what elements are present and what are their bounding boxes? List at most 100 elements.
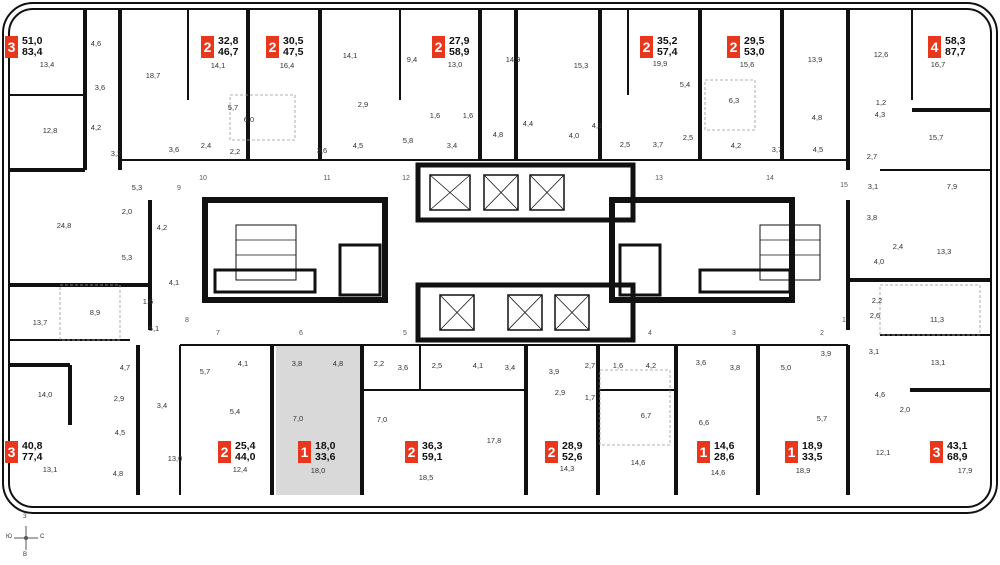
selected-apartment-highlight[interactable]	[276, 345, 361, 495]
room-area-label: 1,6	[463, 111, 473, 120]
room-area-label: 2,4	[201, 141, 211, 150]
room-area-label: 2,9	[114, 394, 124, 403]
apartment-number-label: 1	[842, 317, 846, 324]
room-area-label: 18,7	[146, 71, 161, 80]
area-total-label: 28,9	[562, 440, 583, 452]
apartment-number-label: 11	[323, 175, 330, 182]
compass-north: З	[23, 514, 27, 520]
room-area-label: 5,8	[403, 136, 413, 145]
compass-west: Ю	[6, 534, 13, 540]
area-total-label: 36,3	[422, 440, 443, 452]
room-area-label: 4,1	[473, 361, 483, 370]
room-count-badge: 2	[201, 36, 214, 58]
room-area-label: 3,6	[169, 145, 179, 154]
building-core	[202, 162, 821, 343]
room-area-label: 5,7	[817, 414, 827, 423]
compass-east: С	[40, 534, 45, 540]
room-count-badge: 3	[5, 441, 18, 463]
room-area-label: 6,0	[244, 115, 254, 124]
room-area-label: 2,0	[122, 207, 132, 216]
area-total-label: 27,9	[449, 35, 470, 47]
area-total-label: 40,8	[22, 440, 43, 452]
room-area-label: 5,3	[132, 183, 142, 192]
room-area-label: 4,2	[157, 223, 167, 232]
room-area-label: 5,7	[228, 103, 238, 112]
room-area-label: 12,6	[874, 50, 889, 59]
room-area-label: 6,7	[641, 411, 651, 420]
room-area-label: 2,0	[900, 405, 910, 414]
area-alt-label: 44,0	[235, 451, 256, 463]
apartment-number-label: 7	[216, 330, 220, 337]
room-area-label: 14,6	[711, 468, 726, 477]
room-area-label: 3,7	[772, 145, 782, 154]
area-alt-label: 46,7	[218, 46, 239, 58]
room-area-label: 3,4	[447, 141, 457, 150]
room-area-label: 2,5	[432, 361, 442, 370]
room-area-label: 4,2	[91, 123, 101, 132]
area-alt-label: 52,6	[562, 451, 583, 463]
room-area-label: 4,0	[569, 131, 579, 140]
apartment-number-label: 4	[648, 330, 652, 337]
apartment-number-label: 3	[732, 330, 736, 337]
room-area-label: 7,9	[947, 182, 957, 191]
room-count-badge: 2	[405, 441, 418, 463]
room-count-badge: 1	[298, 441, 311, 463]
room-count-badge: 3	[930, 441, 943, 463]
room-area-label: 14,0	[38, 390, 53, 399]
compass-south: В	[23, 552, 28, 558]
area-alt-label: 47,5	[283, 46, 304, 58]
room-area-label: 2,5	[683, 133, 693, 142]
room-area-label: 5,4	[230, 407, 240, 416]
area-total-label: 18,0	[315, 440, 336, 452]
room-area-label: 4,0	[874, 257, 884, 266]
area-alt-label: 57,4	[657, 46, 678, 58]
apartment-number-label: 5	[403, 330, 407, 337]
room-area-label: 17,8	[487, 436, 502, 445]
room-area-label: 15,7	[929, 133, 944, 142]
room-count-badge: 2	[218, 441, 231, 463]
room-area-label: 6,3	[729, 96, 739, 105]
room-count-badge: 2	[640, 36, 653, 58]
room-area-label: 14,6	[631, 458, 646, 467]
area-total-label: 58,3	[945, 35, 966, 47]
room-area-label: 13,9	[808, 55, 823, 64]
area-alt-label: 58,9	[449, 46, 470, 58]
room-area-label: 4,5	[813, 145, 823, 154]
room-area-label: 2,9	[358, 100, 368, 109]
room-area-label: 12,1	[876, 448, 891, 457]
room-area-label: 4,5	[115, 428, 125, 437]
area-total-label: 18,9	[802, 440, 823, 452]
room-area-label: 3,1	[868, 182, 878, 191]
room-area-label: 18,0	[311, 466, 326, 475]
room-area-label: 4,8	[333, 359, 343, 368]
room-area-label: 8,9	[90, 308, 100, 317]
room-area-label: 3,4	[157, 401, 167, 410]
room-area-label: 1,6	[430, 111, 440, 120]
compass-rose-icon	[14, 526, 38, 550]
room-area-label: 13,0	[168, 454, 183, 463]
room-area-label: 3,6	[317, 146, 327, 155]
room-area-label: 14,1	[211, 61, 226, 70]
area-alt-label: 33,6	[315, 451, 336, 463]
